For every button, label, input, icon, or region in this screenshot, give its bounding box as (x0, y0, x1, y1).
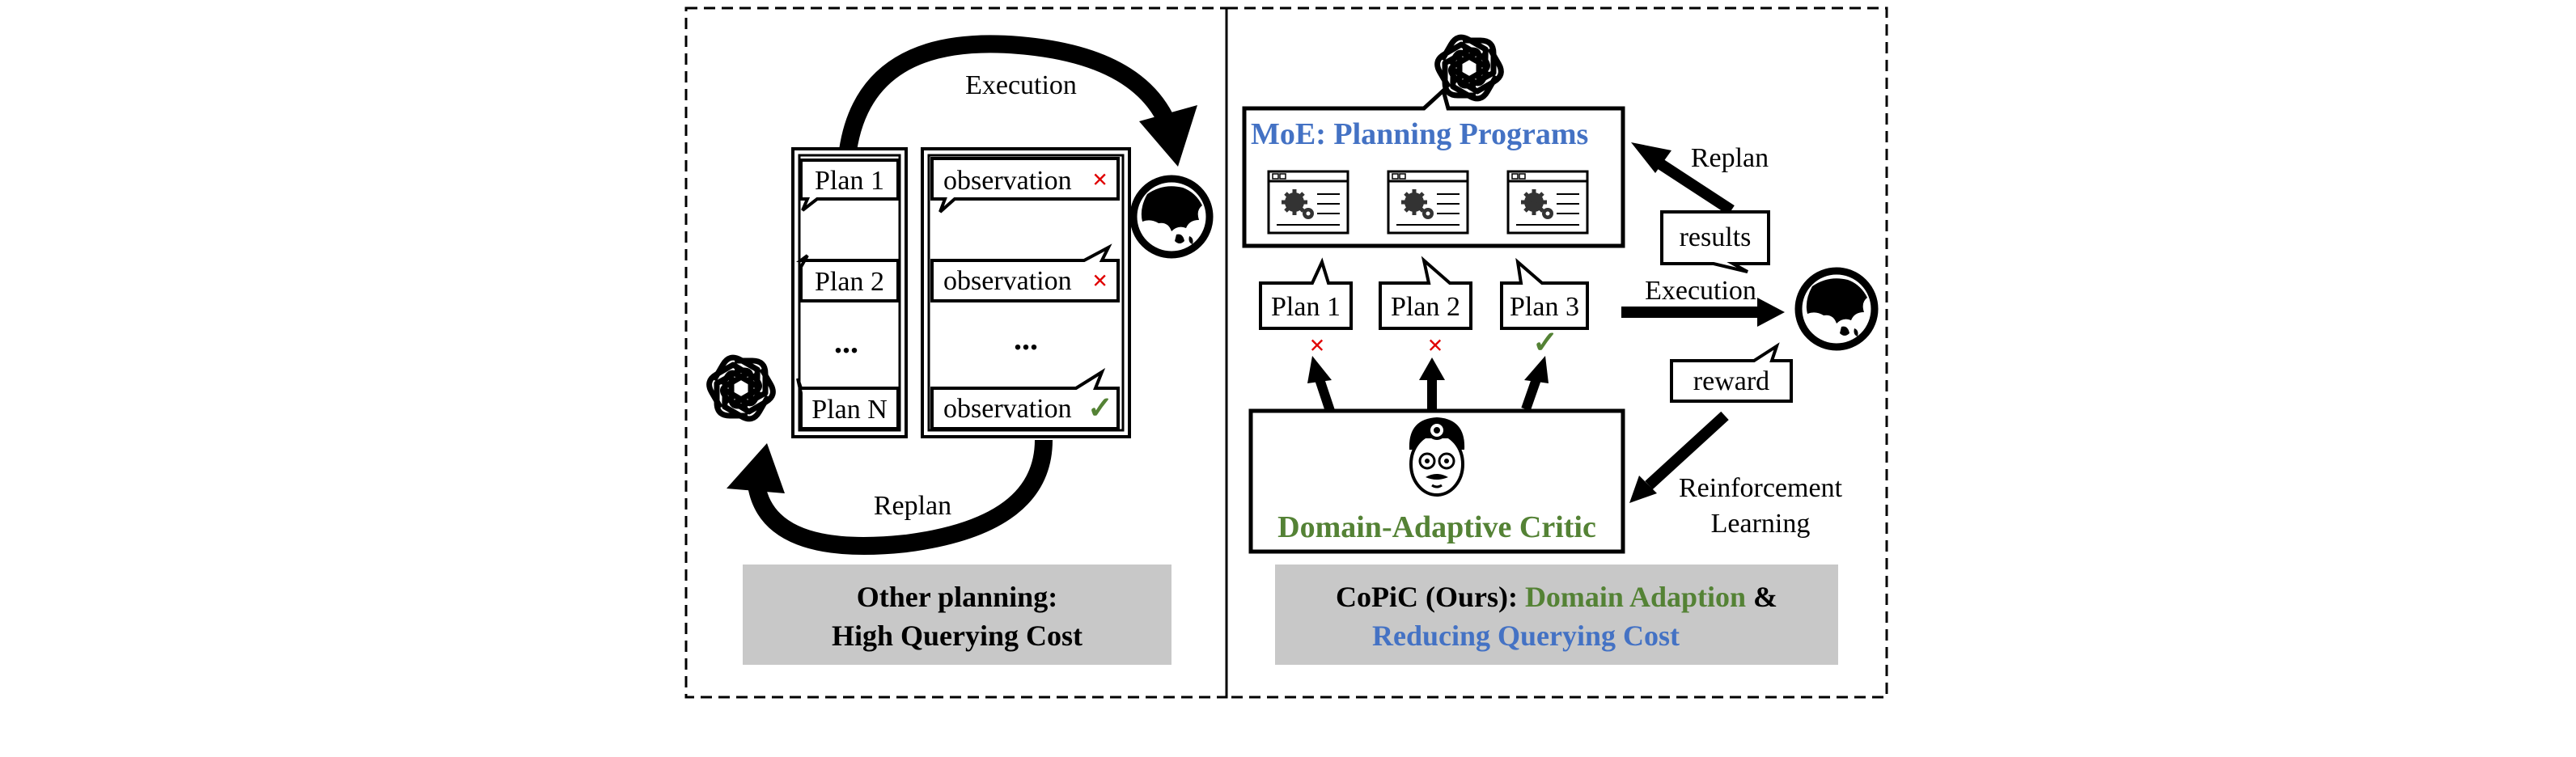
globe-icon (1133, 179, 1210, 255)
right-plan-label-1: Plan 1 (1271, 292, 1341, 322)
right-plan-bubble-3 (1500, 257, 1589, 330)
program-window-icon (1269, 171, 1348, 233)
critic-label: Domain-Adaptive Critic (1277, 510, 1596, 544)
right-caption-line2: Reducing Querying Cost (1372, 620, 1680, 652)
left-panel-frame (684, 6, 1228, 699)
right-replan-arrow (1631, 142, 1735, 215)
program-window-icon (1508, 171, 1587, 233)
plan-label-1: Plan 1 (815, 166, 884, 196)
observation-ellipsis: ... (1014, 320, 1038, 357)
plan-bubble-1 (799, 159, 900, 212)
caption-ampersand: & (1746, 581, 1777, 613)
plan-bubble-n (796, 378, 900, 430)
left-caption-line2: High Querying Cost (832, 620, 1083, 652)
openai-logo-icon (705, 353, 777, 423)
rl-label-line1: Reinforcement (1679, 473, 1843, 503)
right-plan-label-3: Plan 3 (1510, 292, 1579, 322)
plan-label-2: Plan 2 (815, 267, 884, 297)
plan-label-n: Plan N (811, 395, 888, 425)
observation-fail-mark-2: × (1092, 266, 1108, 296)
right-replan-label: Replan (1691, 143, 1769, 173)
right-caption-box (1275, 565, 1838, 665)
plan-bubble-2 (796, 254, 900, 302)
observation-bubble-n (930, 368, 1120, 430)
right-plan-bubble-2 (1379, 256, 1472, 330)
right-execution-arrow (1621, 298, 1785, 327)
doctor-critic-icon (1409, 417, 1465, 497)
caption-prefix: CoPiC (Ours): (1336, 581, 1525, 613)
results-label: results (1680, 222, 1752, 252)
critic-to-plan-arrows (1307, 356, 1549, 412)
observation-bubble-1 (930, 157, 1120, 214)
right-plan-bubble-1 (1259, 257, 1353, 330)
right-plan-fail-mark-2: × (1427, 331, 1443, 361)
right-panel-frame (1225, 6, 1888, 699)
observation-fail-mark-1: × (1092, 165, 1108, 195)
left-replan-arrow (727, 439, 1053, 555)
reward-label: reward (1693, 366, 1769, 396)
globe-icon (1799, 271, 1875, 347)
observation-label-1: observation (943, 166, 1072, 196)
moe-title: MoE: Planning Programs (1251, 117, 1588, 151)
caption-domain-adaption: Domain Adaption (1525, 581, 1746, 613)
results-bubble (1660, 210, 1770, 273)
observation-success-mark: ✓ (1087, 391, 1113, 425)
right-caption-line1: CoPiC (Ours): Domain Adaption & (1336, 581, 1777, 613)
rl-label-line2: Learning (1711, 509, 1811, 539)
left-caption-line1: Other planning: (857, 581, 1057, 613)
observation-label-n: observation (943, 394, 1072, 424)
right-plan-label-2: Plan 2 (1391, 292, 1460, 322)
left-execution-label: Execution (965, 70, 1077, 100)
reward-bubble (1670, 342, 1793, 403)
observation-label-2: observation (943, 266, 1072, 296)
left-replan-label: Replan (874, 491, 951, 521)
plan-ellipsis: ... (834, 324, 858, 360)
reinforcement-learning-arrow (1629, 411, 1729, 503)
left-caption-box (743, 565, 1171, 665)
right-plan-fail-mark-1: × (1309, 331, 1324, 361)
right-plan-success-mark-3: ✓ (1532, 326, 1558, 360)
observation-bubble-2 (930, 243, 1120, 302)
program-window-icon (1388, 171, 1468, 233)
left-execution-arrow (839, 35, 1197, 167)
right-execution-label: Execution (1645, 276, 1756, 306)
